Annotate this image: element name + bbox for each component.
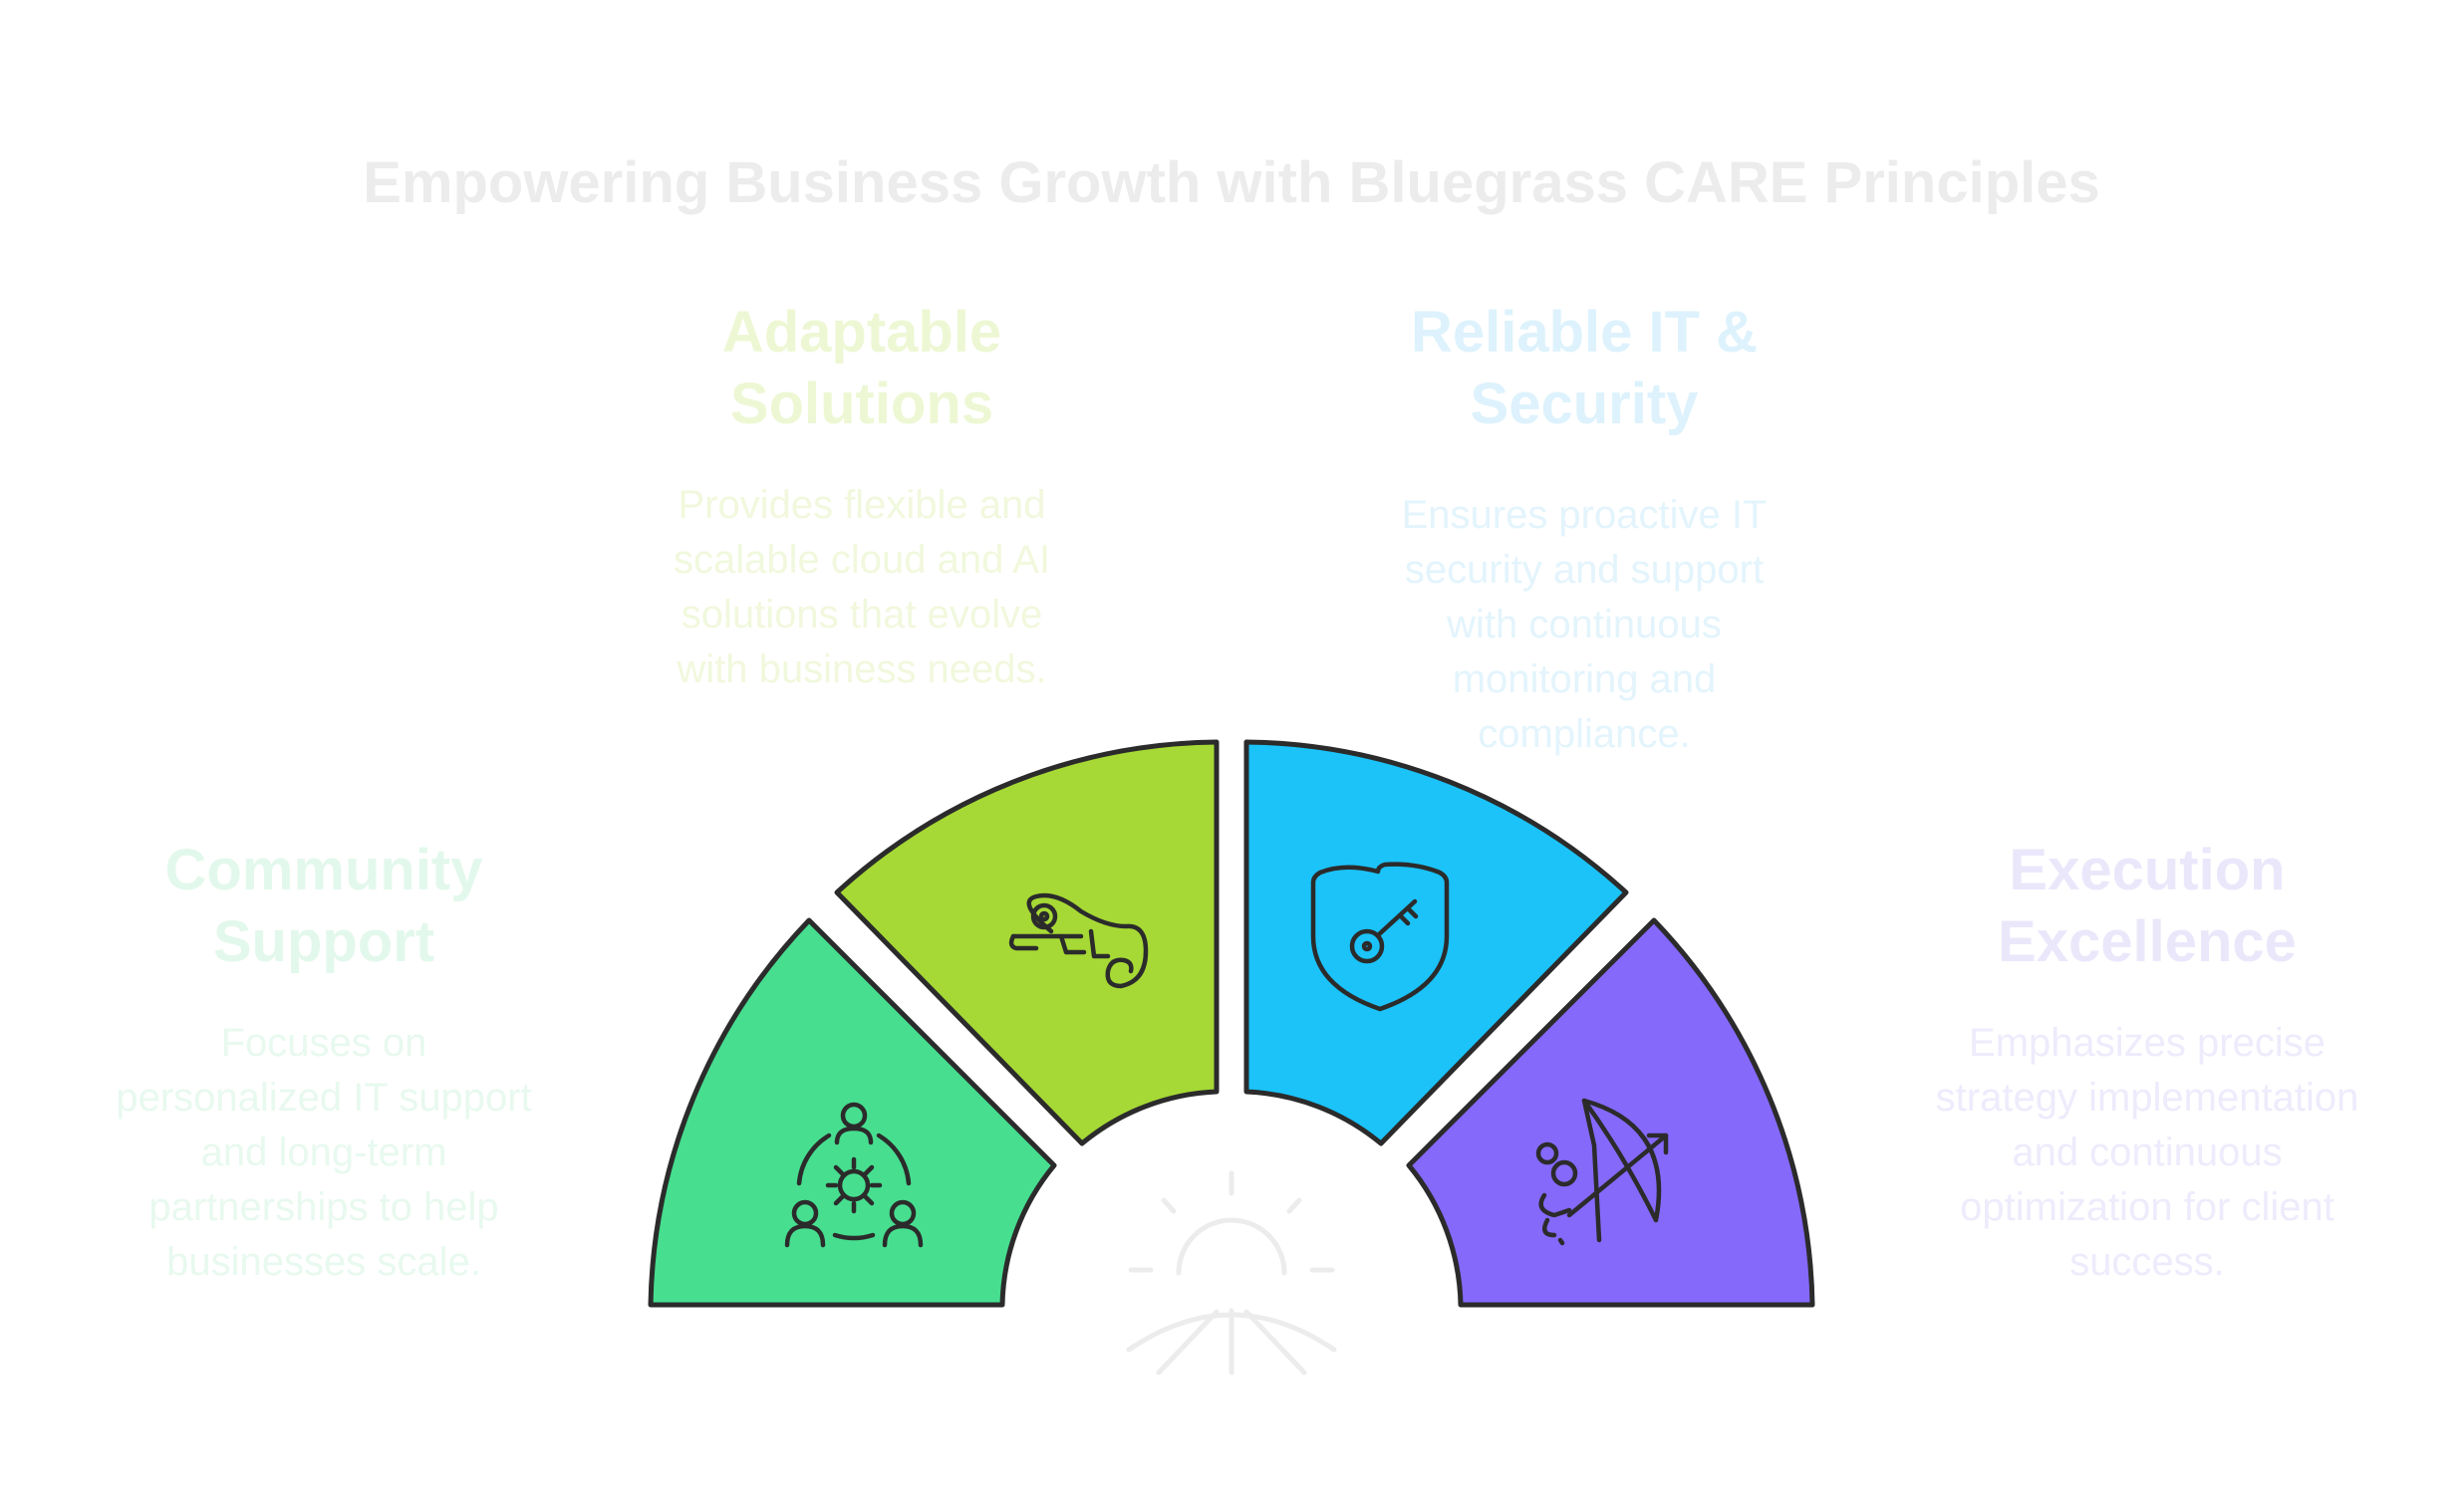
chameleon-icon bbox=[1008, 892, 1149, 989]
execution-excellence-description: Emphasizes precise strategy implementati… bbox=[1935, 1021, 2359, 1284]
sunrise-icon bbox=[1126, 1170, 1337, 1376]
execution-excellence-heading: Execution Excellence bbox=[1998, 838, 2297, 974]
segment-reliable bbox=[1243, 739, 1629, 1146]
reliable-it-security-block: Reliable IT & Security Ensures proactive… bbox=[1335, 297, 1833, 762]
adaptable-solutions-description: Provides flexible and scalable cloud and… bbox=[673, 483, 1051, 691]
segment-adaptable bbox=[834, 739, 1220, 1146]
community-support-heading: Community Support bbox=[164, 838, 483, 974]
team-gear-icon bbox=[784, 1102, 924, 1248]
adaptable-solutions-heading: Adaptable Solutions bbox=[721, 300, 1002, 436]
community-support-description: Focuses on personalized IT support and l… bbox=[116, 1021, 532, 1284]
community-support-block: Community Support Focuses on personalize… bbox=[60, 835, 588, 1290]
adaptable-solutions-block: Adaptable Solutions Provides flexible an… bbox=[613, 297, 1111, 697]
archer-bow-icon bbox=[1535, 1098, 1669, 1246]
reliable-it-security-heading: Reliable IT & Security bbox=[1410, 300, 1759, 436]
reliable-it-security-description: Ensures proactive IT security and suppor… bbox=[1401, 493, 1768, 756]
execution-excellence-block: Execution Excellence Emphasizes precise … bbox=[1878, 835, 2416, 1290]
page-title: Empowering Business Growth with Bluegras… bbox=[363, 150, 2100, 215]
segment-community bbox=[648, 917, 1057, 1308]
shield-key-icon bbox=[1310, 862, 1450, 1012]
